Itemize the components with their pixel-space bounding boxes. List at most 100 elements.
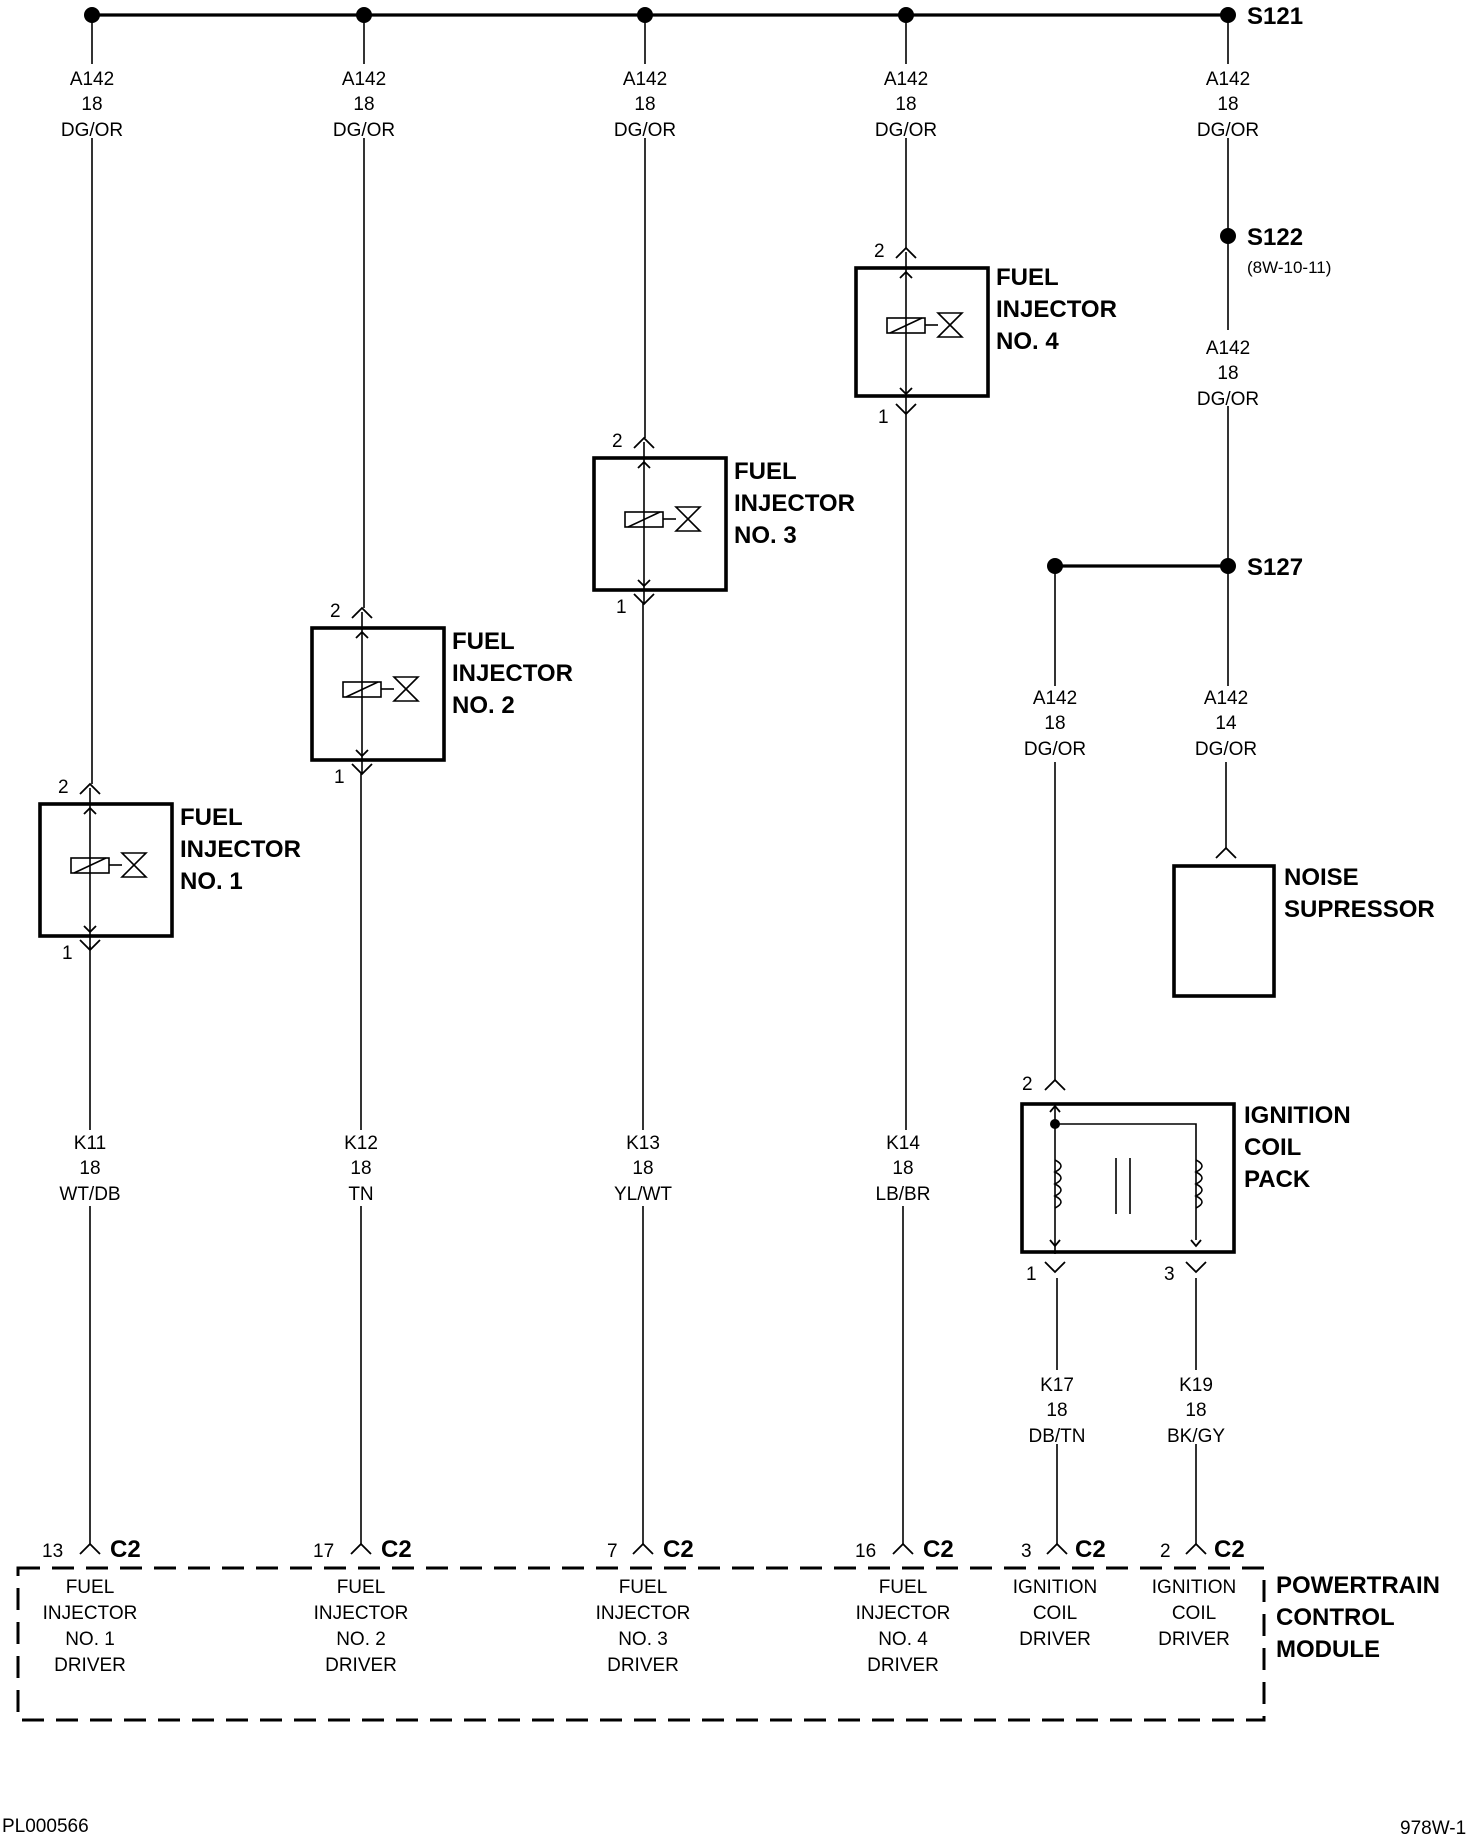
- svg-text:DG/OR: DG/OR: [333, 120, 395, 141]
- svg-text:IGNITION: IGNITION: [1013, 1577, 1097, 1598]
- svg-text:DRIVER: DRIVER: [54, 1655, 126, 1676]
- injector-1-label-line1: FUEL: [180, 804, 243, 831]
- powertrain-control-module[interactable]: FUEL INJECTOR NO. 1 DRIVER FUEL INJECTOR…: [16, 1566, 1440, 1722]
- svg-text:K14: K14: [886, 1133, 920, 1154]
- injector-coil-symbol: [70, 852, 148, 878]
- ignition-coil-pack[interactable]: 2 1 3 IGNITION COIL PACK: [1020, 1074, 1351, 1285]
- pcm-label-line1: POWERTRAIN: [1276, 1572, 1440, 1599]
- svg-text:18: 18: [353, 94, 374, 115]
- wire-label-k12: K12 18 TN: [344, 1133, 378, 1205]
- noise-suppressor-label-line2: SUPRESSOR: [1284, 896, 1435, 923]
- svg-text:A142: A142: [342, 69, 386, 90]
- pcm-pin-17[interactable]: 17 C2: [313, 1536, 412, 1563]
- coil-pin-1: 1: [1026, 1264, 1037, 1285]
- splice-s121-label: S121: [1247, 3, 1303, 30]
- fuel-injector-4[interactable]: 2 1 FUEL INJECTOR NO. 4: [854, 241, 1117, 428]
- fuel-injector-1[interactable]: 2 1 FUEL INJECTOR NO. 1: [38, 777, 301, 964]
- svg-text:A142: A142: [70, 69, 114, 90]
- svg-text:COIL: COIL: [1033, 1603, 1077, 1624]
- svg-text:FUEL: FUEL: [337, 1577, 386, 1598]
- svg-text:18: 18: [892, 1158, 913, 1179]
- svg-text:K12: K12: [344, 1133, 378, 1154]
- pcm-pin-number: 16: [855, 1541, 876, 1562]
- svg-text:NO. 2: NO. 2: [336, 1629, 386, 1650]
- pcm-pin-2[interactable]: 2 C2: [1160, 1536, 1245, 1563]
- wire-label-k17: K17 18 DB/TN: [1029, 1375, 1086, 1447]
- pcm-connector-id: C2: [1214, 1536, 1245, 1563]
- injector-2-pin-1: 1: [334, 767, 345, 788]
- pcm-pin-16[interactable]: 16 C2: [855, 1536, 954, 1563]
- svg-text:18: 18: [81, 94, 102, 115]
- svg-text:FUEL: FUEL: [66, 1577, 115, 1598]
- svg-text:INJECTOR: INJECTOR: [856, 1603, 951, 1624]
- pcm-connector-id: C2: [1075, 1536, 1106, 1563]
- coil-primary-winding-icon: [1053, 1159, 1062, 1209]
- svg-text:NO. 1: NO. 1: [65, 1629, 115, 1650]
- pcm-desc-4: FUEL INJECTOR NO. 4 DRIVER: [856, 1577, 951, 1676]
- wire-label-top-inj3: A142 18 DG/OR: [614, 69, 676, 141]
- injector-4-label-line3: NO. 4: [996, 328, 1059, 355]
- wire-label-k19: K19 18 BK/GY: [1167, 1375, 1225, 1447]
- svg-text:TN: TN: [348, 1184, 373, 1205]
- fuel-injector-3[interactable]: 2 1 FUEL INJECTOR NO. 3: [592, 431, 855, 618]
- svg-text:18: 18: [1217, 94, 1238, 115]
- injector-coil-symbol: [342, 676, 420, 702]
- svg-text:18: 18: [1217, 363, 1238, 384]
- wire-label-top-inj2: A142 18 DG/OR: [333, 69, 395, 141]
- wire-label-top-inj4: A142 18 DG/OR: [875, 69, 937, 141]
- svg-text:K13: K13: [626, 1133, 660, 1154]
- coil-secondary-winding-icon: [1194, 1159, 1203, 1209]
- injector-1-label-line3: NO. 1: [180, 868, 243, 895]
- svg-text:INJECTOR: INJECTOR: [314, 1603, 409, 1624]
- svg-text:COIL: COIL: [1172, 1603, 1216, 1624]
- wire-label-k13: K13 18 YL/WT: [614, 1133, 672, 1205]
- injector-coil-symbol: [624, 506, 702, 532]
- svg-text:DRIVER: DRIVER: [867, 1655, 939, 1676]
- svg-text:18: 18: [1185, 1400, 1206, 1421]
- svg-text:18: 18: [1044, 713, 1065, 734]
- svg-text:A142: A142: [1206, 69, 1250, 90]
- wire-label-top-inj1: A142 18 DG/OR: [61, 69, 123, 141]
- splice-s122-dot: [1220, 228, 1236, 244]
- vertical-wires: S127 S122 (8W-10-11): [89, 15, 1331, 1544]
- injector-4-label-line2: INJECTOR: [996, 296, 1117, 323]
- fuel-injector-2[interactable]: 2 1 FUEL INJECTOR NO. 2: [310, 601, 573, 788]
- pcm-pin-13[interactable]: 13 C2: [42, 1536, 141, 1563]
- pcm-pin-3[interactable]: 3 C2: [1021, 1536, 1106, 1563]
- injector-3-label-line3: NO. 3: [734, 522, 797, 549]
- svg-text:FUEL: FUEL: [619, 1577, 668, 1598]
- svg-text:18: 18: [632, 1158, 653, 1179]
- svg-text:NO. 4: NO. 4: [878, 1629, 928, 1650]
- noise-suppressor[interactable]: NOISE SUPRESSOR: [1172, 846, 1435, 998]
- pcm-pin-number: 2: [1160, 1541, 1171, 1562]
- svg-text:DRIVER: DRIVER: [607, 1655, 679, 1676]
- splice-s127-left-dot: [1047, 558, 1063, 574]
- svg-text:18: 18: [350, 1158, 371, 1179]
- wire-labels: A142 18 DG/OR A142 18 DG/OR A142 18 DG/O…: [59, 69, 1259, 1447]
- splice-s127-label: S127: [1247, 554, 1303, 581]
- pcm-desc-1: FUEL INJECTOR NO. 1 DRIVER: [43, 1577, 138, 1676]
- pcm-pin-number: 3: [1021, 1541, 1032, 1562]
- svg-text:A142: A142: [623, 69, 667, 90]
- svg-text:A142: A142: [1204, 688, 1248, 709]
- svg-text:18: 18: [79, 1158, 100, 1179]
- svg-text:DG/OR: DG/OR: [1197, 389, 1259, 410]
- wire-label-k14: K14 18 LB/BR: [876, 1133, 931, 1205]
- svg-text:DG/OR: DG/OR: [1024, 739, 1086, 760]
- svg-text:DG/OR: DG/OR: [1195, 739, 1257, 760]
- injector-2-label-line1: FUEL: [452, 628, 515, 655]
- injector-2-label-line3: NO. 2: [452, 692, 515, 719]
- injector-4-pin-1: 1: [878, 407, 889, 428]
- pcm-pin-number: 17: [313, 1541, 334, 1562]
- pcm-desc-2: FUEL INJECTOR NO. 2 DRIVER: [314, 1577, 409, 1676]
- svg-text:A142: A142: [884, 69, 928, 90]
- svg-text:A142: A142: [1033, 688, 1077, 709]
- svg-text:DB/TN: DB/TN: [1029, 1426, 1086, 1447]
- pcm-pin-7[interactable]: 7 C2: [607, 1536, 694, 1563]
- svg-text:K19: K19: [1179, 1375, 1213, 1396]
- svg-text:DRIVER: DRIVER: [1019, 1629, 1091, 1650]
- ignition-coil-label-line3: PACK: [1244, 1166, 1311, 1193]
- splice-s122-label: S122: [1247, 224, 1303, 251]
- pcm-connector-id: C2: [381, 1536, 412, 1563]
